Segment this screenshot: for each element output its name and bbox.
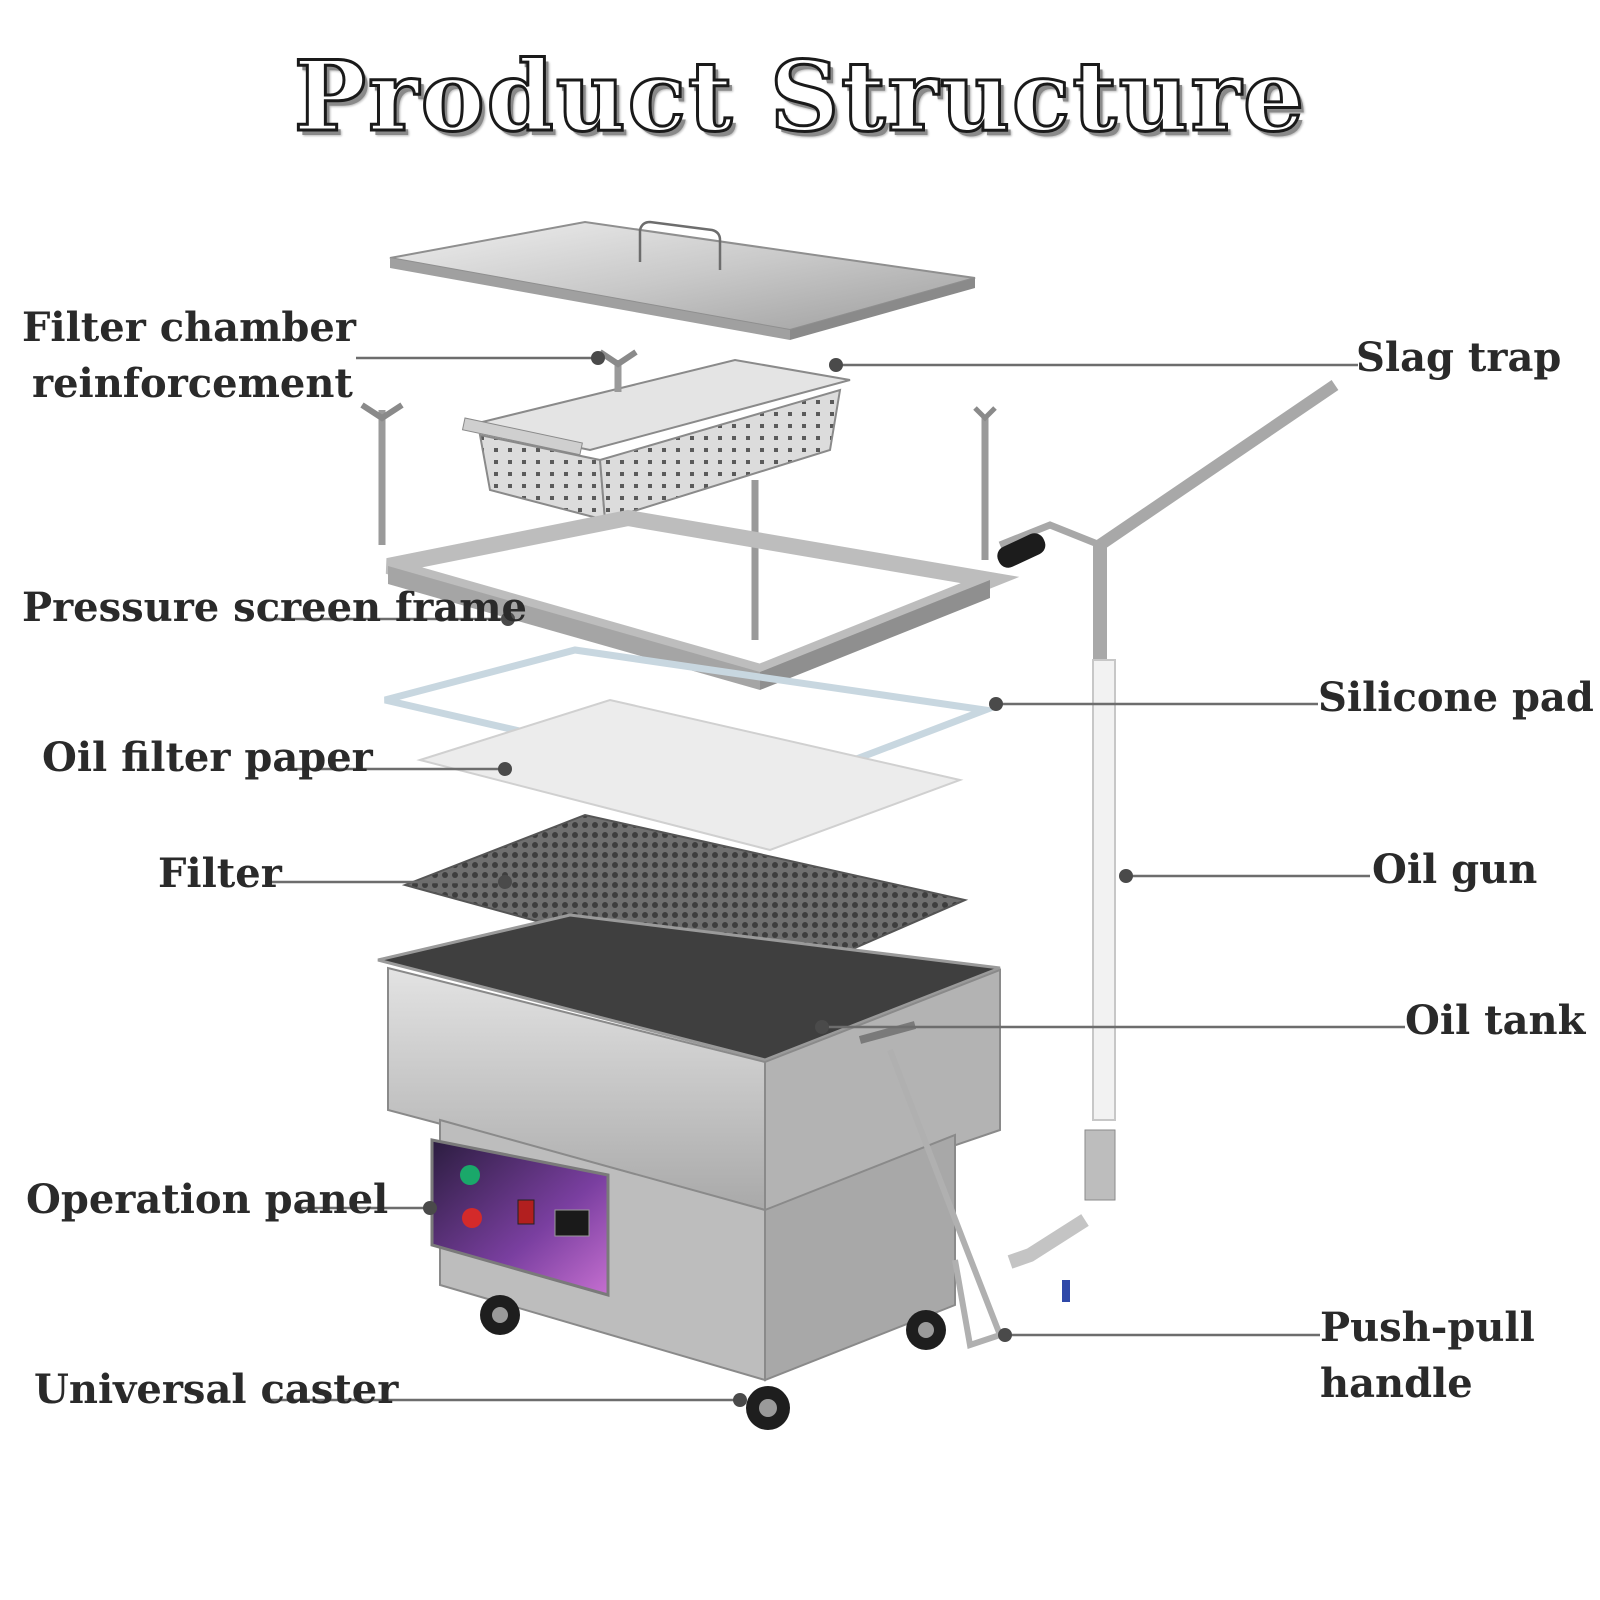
label-silicone-pad: Silicone pad (1318, 674, 1594, 721)
oil-filter-paper (416, 698, 964, 852)
label-oil-gun: Oil gun (1372, 846, 1538, 893)
slag-trap-basket (461, 358, 851, 522)
rocker-switch (517, 1199, 535, 1225)
leader-lines (265, 351, 1405, 1407)
power-socket (554, 1209, 590, 1237)
label-filter-chamber-reinforcement-line1: Filter chamber (22, 304, 356, 351)
universal-casters (480, 1295, 946, 1430)
label-universal-caster: Universal caster (34, 1366, 399, 1413)
pressure-screen-frame (385, 509, 1020, 690)
label-slag-trap: Slag trap (1356, 334, 1562, 381)
label-push-pull-handle-line2: handle (1320, 1360, 1473, 1407)
red-stop-button (462, 1208, 482, 1228)
label-operation-panel: Operation panel (26, 1176, 389, 1223)
label-pressure-screen-frame: Pressure screen frame (22, 584, 527, 631)
green-start-button (460, 1165, 480, 1185)
diagram-title: Product Structure (292, 39, 1307, 155)
label-filter: Filter (158, 850, 282, 897)
label-push-pull-handle: Push-pull handle (1320, 1300, 1535, 1412)
label-push-pull-handle-line1: Push-pull (1320, 1304, 1535, 1351)
top-lid (389, 220, 976, 340)
oil-gun (997, 380, 1339, 1302)
wing-bolts (360, 349, 997, 640)
label-oil-filter-paper: Oil filter paper (42, 734, 373, 781)
label-filter-chamber-reinforcement: Filter chamber reinforcement (22, 300, 356, 412)
label-filter-chamber-reinforcement-line2: reinforcement (32, 360, 353, 407)
label-oil-tank: Oil tank (1405, 997, 1586, 1044)
